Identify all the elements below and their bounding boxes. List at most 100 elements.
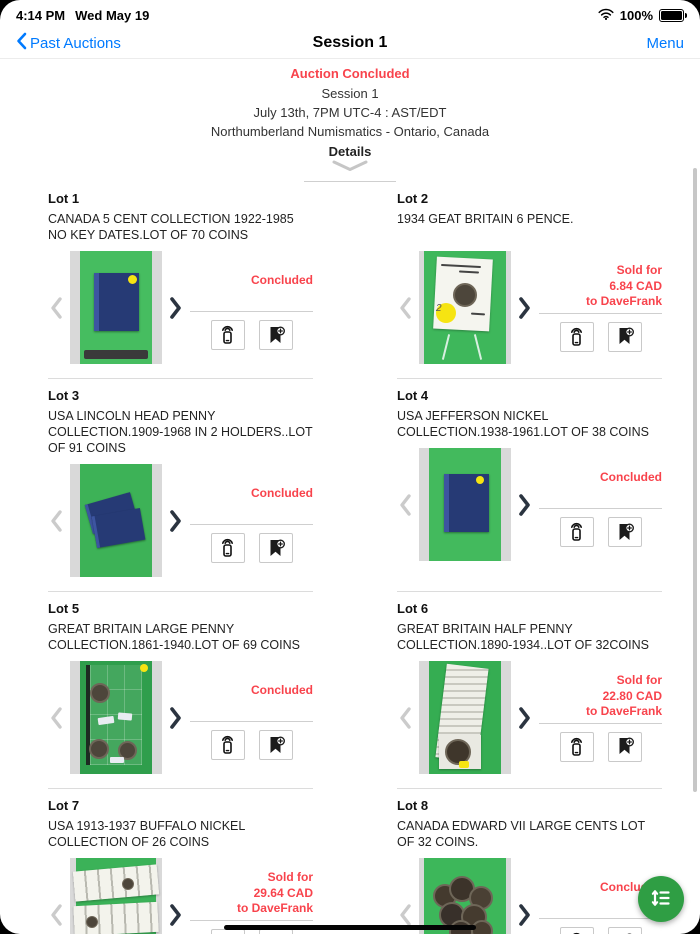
divider bbox=[539, 312, 662, 314]
clock-date: Wed May 19 bbox=[75, 7, 150, 23]
lot-card: Lot 2 1934 GEAT BRITAIN 6 PENCE. 2 bbox=[397, 191, 662, 379]
lot-card: Lot 7 USA 1913-1937 BUFFALO NICKEL COLLE… bbox=[48, 798, 313, 934]
lot-title: CANADA 5 CENT COLLECTION 1922-1985 NO KE… bbox=[48, 212, 294, 242]
lot-status: Concluded bbox=[251, 273, 313, 287]
bookmark-add-button[interactable] bbox=[258, 533, 293, 563]
divider bbox=[190, 721, 313, 722]
bookmark-add-button[interactable] bbox=[258, 730, 293, 760]
lot-list: Lot 1 CANADA 5 CENT COLLECTION 1922-1985… bbox=[0, 182, 700, 934]
bookmark-add-button[interactable] bbox=[607, 321, 642, 352]
prev-photo-chevron-icon[interactable] bbox=[48, 706, 65, 729]
phone-bid-button[interactable] bbox=[210, 730, 245, 760]
lot-photo[interactable]: 2 bbox=[419, 251, 511, 364]
lot-status: Concluded bbox=[251, 683, 313, 697]
lot-photo[interactable] bbox=[70, 464, 162, 577]
lot-sticker-number: 2 bbox=[436, 303, 456, 323]
divider bbox=[304, 181, 396, 182]
lot-title: CANADA EDWARD VII LARGE CENTS LOT OF 32 … bbox=[397, 819, 645, 849]
lot-status: Sold for 22.80 CAD to DaveFrank bbox=[585, 673, 662, 719]
phone-bid-button[interactable] bbox=[559, 927, 594, 934]
battery-icon bbox=[659, 8, 687, 22]
divider bbox=[539, 722, 662, 724]
lot-photo[interactable] bbox=[419, 448, 511, 561]
divider bbox=[190, 919, 313, 921]
lot-photo[interactable] bbox=[419, 661, 511, 774]
lot-card: Lot 4 USA JEFFERSON NICKEL COLLECTION.19… bbox=[397, 388, 662, 592]
divider bbox=[539, 508, 662, 509]
back-button[interactable]: Past Auctions bbox=[16, 32, 121, 54]
battery-percent: 100% bbox=[619, 7, 653, 23]
lot-photo[interactable] bbox=[70, 661, 162, 774]
next-photo-chevron-icon[interactable] bbox=[167, 509, 184, 532]
phone-bid-button[interactable] bbox=[210, 533, 245, 563]
sort-list-icon bbox=[650, 888, 672, 911]
lot-photo[interactable] bbox=[70, 251, 162, 364]
lot-number: Lot 2 bbox=[397, 191, 429, 206]
lot-number: Lot 4 bbox=[397, 388, 429, 403]
back-button-label: Past Auctions bbox=[30, 34, 121, 52]
lot-status: Sold for 6.84 CAD to DaveFrank bbox=[585, 263, 662, 309]
phone-bid-button[interactable] bbox=[559, 731, 594, 762]
divider bbox=[190, 311, 313, 312]
divider bbox=[539, 918, 662, 919]
lot-number: Lot 6 bbox=[397, 601, 429, 616]
lot-card: Lot 8 CANADA EDWARD VII LARGE CENTS LOT … bbox=[397, 798, 662, 934]
next-photo-chevron-icon[interactable] bbox=[516, 903, 533, 926]
prev-photo-chevron-icon[interactable] bbox=[48, 903, 65, 926]
lot-title: GREAT BRITAIN LARGE PENNY COLLECTION.186… bbox=[48, 622, 300, 652]
lot-status: Concluded bbox=[600, 470, 662, 484]
prev-photo-chevron-icon[interactable] bbox=[397, 903, 414, 926]
lot-title: USA JEFFERSON NICKEL COLLECTION.1938-196… bbox=[397, 409, 649, 439]
next-photo-chevron-icon[interactable] bbox=[167, 706, 184, 729]
prev-photo-chevron-icon[interactable] bbox=[48, 296, 65, 319]
bookmark-add-button[interactable] bbox=[607, 731, 642, 762]
session-datetime: July 13th, 7PM UTC-4 : AST/EDT bbox=[253, 105, 447, 120]
organizer-name: Northumberland Numismatics - Ontario, Ca… bbox=[210, 124, 490, 139]
prev-photo-chevron-icon[interactable] bbox=[397, 706, 414, 729]
lot-title: GREAT BRITAIN HALF PENNY COLLECTION.1890… bbox=[397, 622, 649, 652]
sort-lots-fab-button[interactable] bbox=[638, 876, 684, 922]
bookmark-add-button[interactable] bbox=[607, 927, 642, 934]
auction-status-label: Auction Concluded bbox=[290, 66, 410, 81]
next-photo-chevron-icon[interactable] bbox=[516, 706, 533, 729]
next-photo-chevron-icon[interactable] bbox=[516, 493, 533, 516]
phone-bid-button[interactable] bbox=[559, 517, 594, 547]
details-label: Details bbox=[328, 144, 372, 159]
lot-number: Lot 7 bbox=[48, 798, 80, 813]
lot-number: Lot 8 bbox=[397, 798, 429, 813]
lot-photo[interactable] bbox=[70, 858, 162, 934]
phone-bid-button[interactable] bbox=[559, 321, 594, 352]
prev-photo-chevron-icon[interactable] bbox=[48, 509, 65, 532]
lot-card: Lot 6 GREAT BRITAIN HALF PENNY COLLECTIO… bbox=[397, 601, 662, 789]
next-photo-chevron-icon[interactable] bbox=[167, 296, 184, 319]
phone-bid-button[interactable] bbox=[210, 320, 245, 350]
next-photo-chevron-icon[interactable] bbox=[516, 296, 533, 319]
session-name: Session 1 bbox=[321, 86, 379, 101]
home-indicator[interactable] bbox=[224, 925, 476, 930]
bookmark-add-button[interactable] bbox=[258, 320, 293, 350]
lot-title: 1934 GEAT BRITAIN 6 PENCE. bbox=[397, 212, 574, 226]
back-chevron-icon bbox=[16, 32, 27, 54]
lot-photo[interactable] bbox=[419, 858, 511, 934]
lot-status: Sold for 29.64 CAD to DaveFrank bbox=[236, 870, 313, 916]
scrollbar[interactable] bbox=[693, 168, 697, 792]
lot-title: USA 1913-1937 BUFFALO NICKEL COLLECTION … bbox=[48, 819, 245, 849]
clock-time: 4:14 PM bbox=[16, 7, 66, 23]
lot-number: Lot 5 bbox=[48, 601, 80, 616]
wifi-icon bbox=[598, 8, 614, 23]
lot-card: Lot 3 USA LINCOLN HEAD PENNY COLLECTION.… bbox=[48, 388, 313, 592]
prev-photo-chevron-icon[interactable] bbox=[397, 296, 414, 319]
menu-button[interactable]: Menu bbox=[646, 34, 684, 52]
lot-status: Concluded bbox=[251, 486, 313, 500]
lot-number: Lot 1 bbox=[48, 191, 80, 206]
lot-number: Lot 3 bbox=[48, 388, 80, 403]
prev-photo-chevron-icon[interactable] bbox=[397, 493, 414, 516]
auction-header: Auction Concluded Session 1 July 13th, 7… bbox=[0, 59, 700, 182]
navigation-bar: Past Auctions Session 1 Menu bbox=[0, 28, 700, 59]
details-expand-chevron-icon[interactable] bbox=[330, 159, 370, 177]
lot-title: USA LINCOLN HEAD PENNY COLLECTION.1909-1… bbox=[48, 409, 313, 455]
divider bbox=[190, 524, 313, 525]
next-photo-chevron-icon[interactable] bbox=[167, 903, 184, 926]
bookmark-add-button[interactable] bbox=[607, 517, 642, 547]
